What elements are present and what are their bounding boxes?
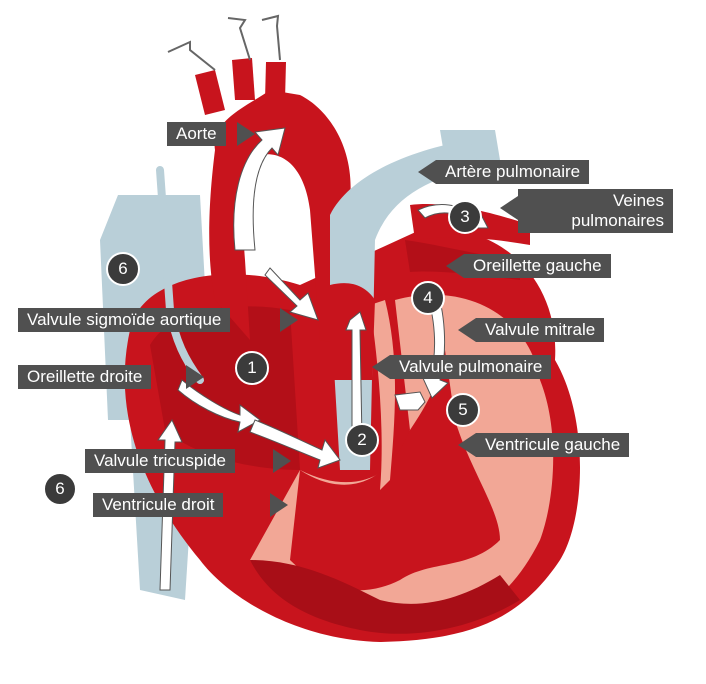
step-badge-5: 5	[446, 393, 480, 427]
pulmonaires-text: pulmonaires	[571, 211, 664, 230]
outflow-arrows	[167, 14, 281, 71]
step-badge-3: 3	[448, 200, 482, 234]
aorta-vessel	[195, 58, 351, 345]
step-badge-1: 1	[235, 351, 269, 385]
step-badge-4: 4	[411, 281, 445, 315]
step-badge-6-lower: 6	[43, 472, 77, 506]
step-badge-2: 2	[345, 423, 379, 457]
step-badge-6-upper: 6	[106, 252, 140, 286]
veines-text: Veines	[612, 191, 664, 210]
